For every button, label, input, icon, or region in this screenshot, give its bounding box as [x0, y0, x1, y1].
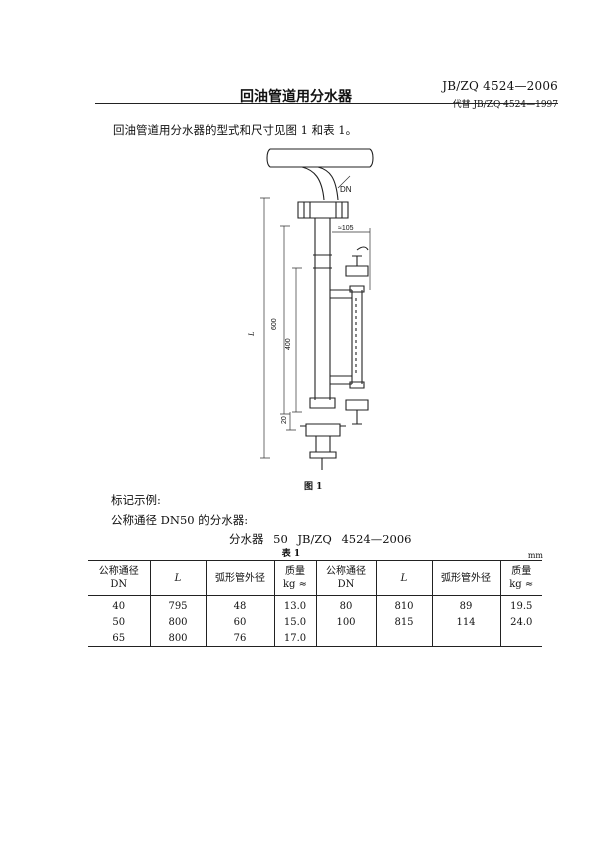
marking-example: 分水器 50 JB/ZQ 4524—2006	[229, 532, 412, 546]
marking-description: 公称通径 DN50 的分水器:	[111, 513, 249, 527]
table-cell: 50	[112, 616, 126, 628]
header-L: L	[375, 560, 432, 596]
document-title: 回油管道用分水器	[240, 89, 352, 105]
replaces-note: 代替 JB/ZQ 4524—1997	[452, 100, 558, 110]
table-cell: 810	[375, 595, 432, 614]
table-cell: 800	[149, 630, 206, 647]
table-cell: 15.0	[273, 614, 316, 630]
table-cell: 17.0	[273, 630, 316, 647]
table-unit: mm	[527, 551, 543, 560]
table-cell: 89	[431, 595, 500, 614]
table-cell	[499, 630, 542, 647]
table-cell: 815	[375, 614, 432, 630]
table-cell: 60	[205, 614, 274, 630]
table-cell: 13.0	[273, 595, 316, 614]
length-600-label: 600	[271, 318, 278, 330]
table-row: 65 800 76 17.0	[88, 630, 542, 647]
table-cell: 76	[205, 630, 274, 647]
table-cell: 114	[431, 614, 500, 630]
width-label: ≈105	[338, 225, 354, 232]
table-cell: 19.5	[499, 595, 542, 614]
table-cell	[315, 630, 376, 647]
table-cell: 24.0	[499, 614, 542, 630]
table-cell: 40	[112, 600, 126, 612]
intro-text: 回油管道用分水器的型式和尺寸见图 1 和表 1。	[113, 123, 358, 137]
table-cell: 800	[149, 614, 206, 630]
length-400-label: 400	[285, 338, 292, 350]
pipe-drawing	[266, 148, 374, 470]
title-rule	[95, 103, 558, 104]
header-L: L	[149, 560, 206, 596]
table-caption: 表 1	[281, 549, 301, 559]
header-pipe-od: 弧形管外径	[431, 560, 500, 596]
dimension-lines	[260, 175, 371, 459]
dn-label: DN	[340, 185, 352, 194]
header-pipe-od: 弧形管外径	[205, 560, 274, 596]
length-L-label: L	[247, 331, 256, 337]
table-cell: 100	[315, 614, 376, 630]
table-cell	[431, 630, 500, 647]
standard-code: JB/ZQ 4524—2006	[442, 79, 558, 93]
length-20-label: 20	[281, 416, 288, 424]
table-cell: 48	[205, 595, 274, 614]
table-row: 50 800 60 15.0 100 815 114 24.0	[88, 614, 542, 630]
oil-separator-drawing: DN ≈105 L 600 400 20	[247, 148, 374, 470]
table-cell: 80	[315, 595, 376, 614]
table-cell	[375, 630, 432, 647]
figure-caption: 图 1	[304, 482, 323, 492]
table-cell: 65	[112, 632, 126, 644]
table-row: 40 795 48 13.0 80 810 89 19.5	[88, 595, 542, 614]
marking-label: 标记示例:	[111, 493, 161, 507]
table-cell: 795	[149, 595, 206, 614]
